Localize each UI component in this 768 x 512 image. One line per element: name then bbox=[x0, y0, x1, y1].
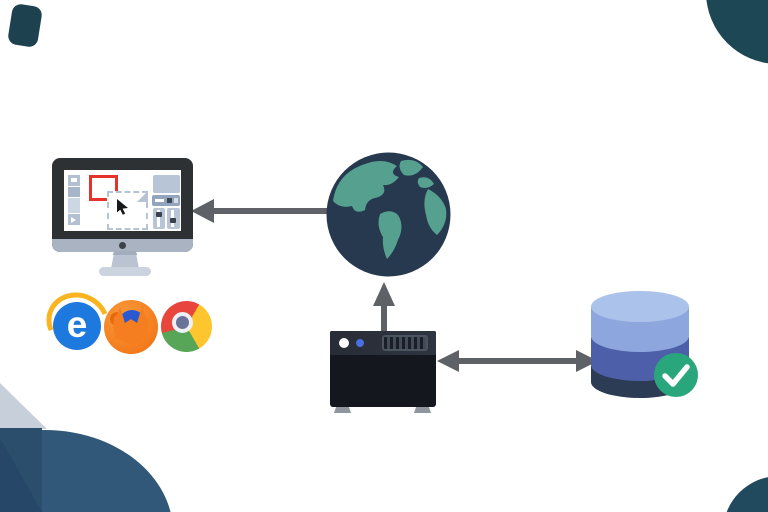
server-foot bbox=[334, 407, 351, 413]
panel-slider-column bbox=[167, 208, 180, 229]
arrow-internet-to-client-line bbox=[213, 208, 330, 214]
arrow-server-to-internet-line bbox=[381, 303, 387, 333]
monitor-chin bbox=[52, 239, 193, 252]
database-top-ellipse bbox=[591, 291, 689, 322]
panel-square bbox=[167, 198, 172, 203]
check-circle-icon bbox=[654, 353, 698, 397]
document-fold-corner bbox=[137, 191, 148, 202]
internet-explorer-icon: e bbox=[36, 282, 120, 362]
chrome-icon bbox=[161, 301, 212, 352]
corner-decoration-gray-triangle bbox=[0, 383, 47, 429]
panel-toolbar-block bbox=[152, 195, 180, 206]
checkmark-glyph bbox=[662, 364, 690, 387]
toolbar-button-icon bbox=[68, 187, 80, 197]
server-foot bbox=[414, 407, 431, 413]
server-vent-slats bbox=[382, 335, 428, 351]
firefox-icon bbox=[104, 300, 158, 354]
monitor-stand-shade bbox=[112, 251, 138, 255]
panel-list-block bbox=[153, 175, 180, 193]
led-white bbox=[339, 338, 349, 348]
corner-decoration-bottom-right bbox=[723, 476, 768, 512]
toolbar-button-icon bbox=[68, 175, 80, 186]
slider-knob bbox=[169, 218, 176, 223]
monitor-screen bbox=[64, 170, 181, 231]
toolbar-button-icon bbox=[68, 198, 80, 213]
play-icon bbox=[71, 216, 76, 223]
monitor-stand-base bbox=[99, 267, 151, 276]
panel-slider-column bbox=[153, 208, 165, 229]
server-unit bbox=[330, 331, 436, 355]
slider-knob bbox=[155, 212, 162, 217]
server-stack-icon bbox=[330, 331, 436, 407]
arrow-server-to-internet-head bbox=[373, 282, 395, 306]
ie-blue-circle: e bbox=[53, 302, 101, 350]
arrow-internet-to-client-head bbox=[191, 199, 214, 223]
arrow-server-database-line bbox=[457, 358, 578, 364]
dashed-document-icon bbox=[107, 191, 148, 230]
corner-decoration-top-left bbox=[6, 2, 44, 49]
panel-square bbox=[174, 198, 178, 203]
monitor-logo-dot bbox=[119, 242, 126, 249]
monitor-stand-neck bbox=[111, 251, 139, 269]
led-blue bbox=[356, 339, 364, 347]
database-cylinder-icon bbox=[591, 291, 698, 399]
toolbar-play-button-icon bbox=[68, 214, 80, 225]
chrome-center-hub bbox=[172, 312, 193, 333]
cursor-arrow-icon bbox=[117, 199, 128, 215]
globe-icon bbox=[326, 152, 451, 277]
toolbar-glyph bbox=[71, 178, 77, 182]
slider-slot bbox=[157, 210, 160, 227]
corner-decoration-top-right bbox=[706, 0, 768, 64]
panel-bar bbox=[155, 199, 164, 202]
desktop-monitor-icon bbox=[52, 158, 193, 252]
arrow-server-database-head-left bbox=[437, 350, 459, 372]
